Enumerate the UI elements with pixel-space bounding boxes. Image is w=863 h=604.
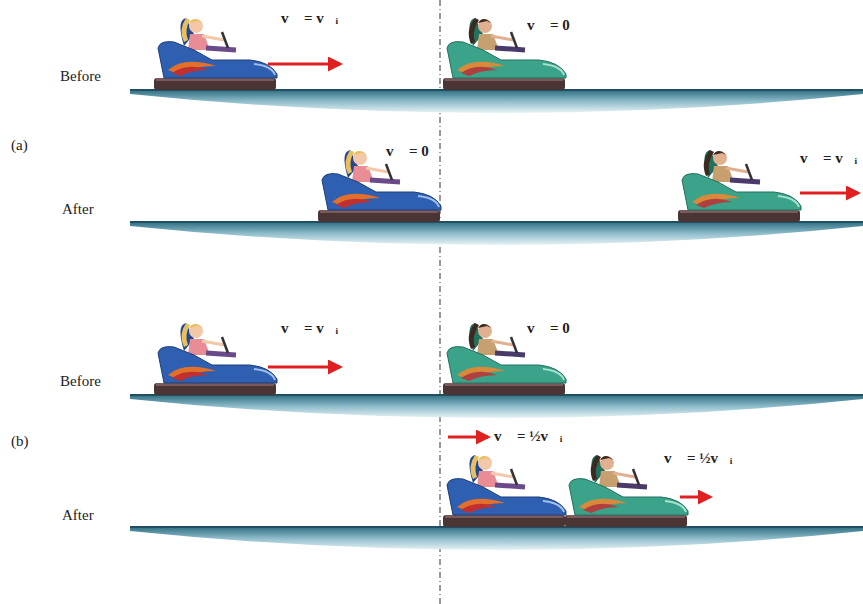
velocity-label: v⃗ = v⃗ᵢ xyxy=(800,150,857,167)
panel-label: Before xyxy=(60,68,101,85)
panel-label: After xyxy=(62,507,94,524)
bumper-car xyxy=(154,323,277,395)
velocity-label: v⃗ = ½v⃗ᵢ xyxy=(494,428,562,445)
bumper-car xyxy=(318,150,441,222)
velocity-arrow xyxy=(268,64,858,497)
velocity-label: v⃗ = 0 xyxy=(527,320,570,337)
panel-label: (b) xyxy=(11,433,29,450)
bumper-car xyxy=(443,455,566,527)
velocity-label: v⃗ = ½v⃗ᵢ xyxy=(664,450,732,467)
velocity-label: v⃗ = v⃗ᵢ xyxy=(281,10,338,27)
velocity-label: v⃗ = 0 xyxy=(527,17,570,34)
bumper-car xyxy=(678,150,801,222)
velocity-label: v⃗ = v⃗ᵢ xyxy=(281,320,338,337)
panel-label: Before xyxy=(60,373,101,390)
ground xyxy=(130,90,863,550)
bumper-car xyxy=(154,18,277,90)
panel-label: After xyxy=(62,201,94,218)
panel-label: (a) xyxy=(11,137,28,154)
velocity-label: v⃗ = 0 xyxy=(386,143,429,160)
